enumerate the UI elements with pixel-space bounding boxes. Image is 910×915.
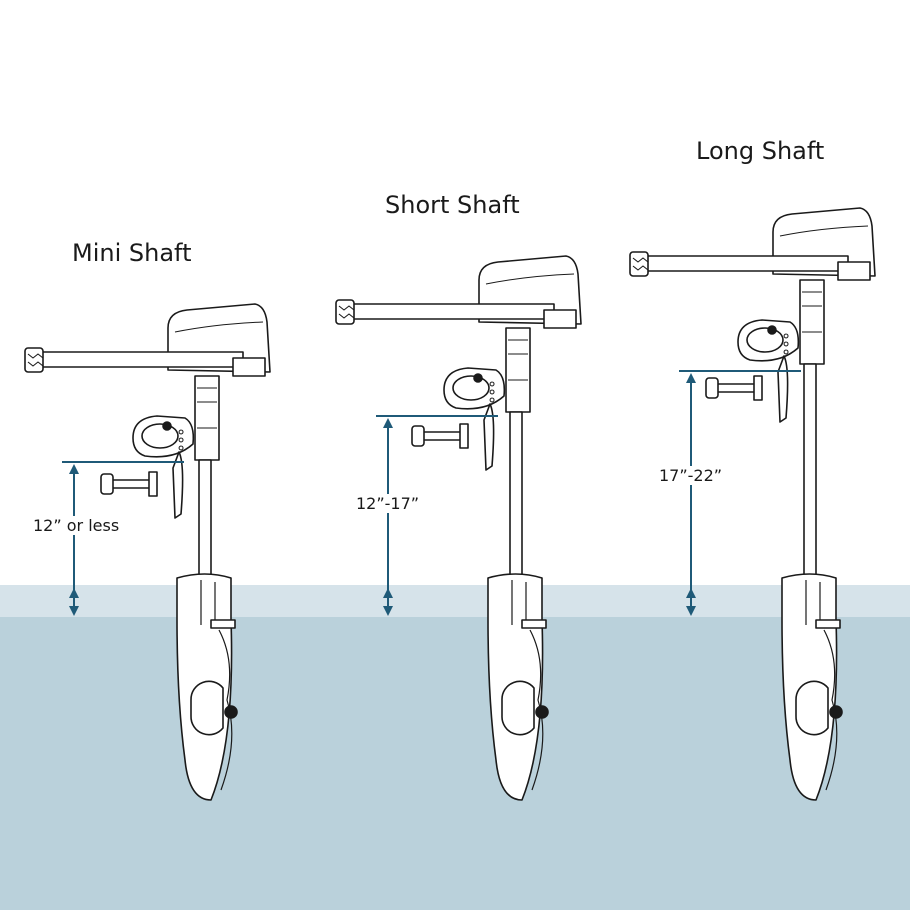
short-shaft-dimension-arrow-up [383, 418, 393, 428]
short-shaft-tiller-arm [343, 303, 555, 320]
mini-shaft-tiller-grip [24, 347, 44, 373]
long-shaft-collar-rings [802, 291, 822, 333]
long-shaft-propeller-blade [823, 629, 838, 791]
short-shaft-surface-arrows [383, 588, 393, 616]
water-surface-band [0, 585, 910, 617]
mini-shaft-clamp-dial [141, 423, 179, 449]
long-shaft-steering-collar [799, 279, 825, 365]
mini-shaft-lower-unit [176, 573, 238, 801]
mini-shaft-shaft [198, 459, 212, 576]
short-shaft-propeller-blade [529, 629, 544, 791]
short-shaft-shaft [509, 411, 523, 576]
long-shaft-propeller-nut [829, 705, 843, 719]
long-shaft-dimension-arrow-up [686, 373, 696, 383]
short-shaft-clamp-screw-handle [411, 425, 425, 447]
short-shaft-tiller-grip [335, 299, 355, 325]
short-shaft-steering-collar [505, 327, 531, 413]
short-shaft-clamp-dial [452, 375, 490, 401]
long-shaft-clamp-knob [767, 325, 777, 335]
short-shaft-skeg-lines [511, 580, 527, 625]
mini-shaft-collar-rings [197, 387, 217, 429]
short-shaft-propeller-hub [501, 680, 535, 736]
long-shaft-tiller-grip [629, 251, 649, 277]
short-shaft-clamp-screw-pad [459, 423, 469, 449]
long-shaft-tiller-grip-ridges [632, 257, 649, 271]
short-shaft-cavitation-plate [521, 619, 547, 629]
mini-shaft-cavitation-plate [210, 619, 236, 629]
mini-shaft-tiller-arm [32, 351, 244, 368]
mini-shaft-propeller-blade [218, 629, 233, 791]
long-shaft-motor [629, 207, 876, 801]
long-shaft-clamp-arm [777, 355, 789, 423]
long-shaft-clamp-dial [746, 327, 784, 353]
long-shaft-lower-unit [781, 573, 843, 801]
long-shaft-surface-arrows [686, 588, 696, 616]
short-shaft-clamp-arm [483, 403, 495, 471]
short-shaft-dimension-label: 12”-17” [354, 494, 422, 513]
short-shaft-motor-head-seam [485, 273, 575, 285]
long-shaft-tiller-end [837, 261, 871, 281]
mini-shaft-tiller-grip-ridges [27, 353, 44, 367]
short-shaft-propeller-nut [535, 705, 549, 719]
mini-shaft-motor-head-seam [174, 321, 264, 333]
long-shaft-clamp-screw [714, 383, 758, 393]
short-shaft-title: Short Shaft [385, 191, 520, 219]
mini-shaft-tiller-end [232, 357, 266, 377]
mini-shaft-clamp-knob [162, 421, 172, 431]
mini-shaft-steering-collar [194, 375, 220, 461]
long-shaft-propeller-hub [795, 680, 829, 736]
long-shaft-shaft [803, 363, 817, 576]
short-shaft-clamp-holes [489, 381, 495, 403]
short-shaft-clamp-screw [420, 431, 464, 441]
long-shaft-cavitation-plate [815, 619, 841, 629]
short-shaft-motor [335, 255, 582, 801]
motors-layer [24, 207, 876, 801]
mini-shaft-dimension-label: 12” or less [31, 516, 122, 535]
mini-shaft-clamp-arm [172, 451, 184, 519]
long-shaft-title: Long Shaft [696, 137, 825, 165]
mini-shaft-dimension [62, 461, 184, 616]
mini-shaft-propeller-nut [224, 705, 238, 719]
long-shaft-clamp-holes [783, 333, 789, 355]
mini-shaft-clamp-screw-pad [148, 471, 158, 497]
long-shaft-skeg-lines [805, 580, 821, 625]
long-shaft-clamp-screw-pad [753, 375, 763, 401]
water-body [0, 617, 910, 910]
mini-shaft-skeg-lines [200, 580, 216, 625]
short-shaft-tiller-grip-ridges [338, 305, 355, 319]
mini-shaft-motor [24, 303, 271, 801]
short-shaft-collar-rings [508, 339, 528, 381]
long-shaft-dimension-label: 17”-22” [657, 466, 725, 485]
mini-shaft-title: Mini Shaft [72, 239, 192, 267]
long-shaft-tiller-arm [637, 255, 849, 272]
mini-shaft-clamp-screw [109, 479, 153, 489]
mini-shaft-dimension-arrow-up [69, 464, 79, 474]
short-shaft-lower-unit [487, 573, 549, 801]
mini-shaft-propeller-hub [190, 680, 224, 736]
short-shaft-dimension [376, 415, 498, 616]
mini-shaft-clamp-screw-handle [100, 473, 114, 495]
long-shaft-clamp-screw-handle [705, 377, 719, 399]
long-shaft-dimension [679, 370, 801, 616]
short-shaft-clamp-knob [473, 373, 483, 383]
short-shaft-tiller-end [543, 309, 577, 329]
long-shaft-motor-head-seam [779, 225, 869, 237]
mini-shaft-clamp-holes [178, 429, 184, 451]
mini-shaft-surface-arrows [69, 588, 79, 616]
